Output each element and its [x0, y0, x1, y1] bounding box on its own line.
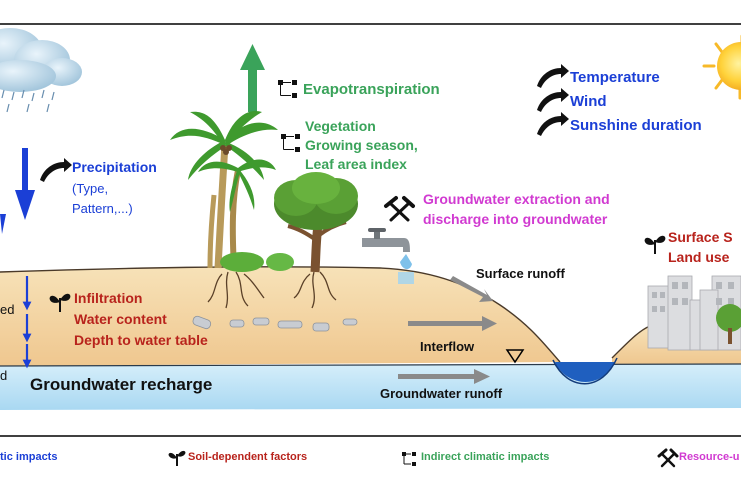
- interflow-label: Interflow: [420, 339, 475, 354]
- seedling-icon: [49, 293, 71, 312]
- precipitation-arrows: [0, 148, 35, 234]
- leaf-area-index-label: Leaf area index: [305, 156, 407, 172]
- evapotranspiration-arrow: [240, 44, 265, 112]
- broadleaf-tree: [274, 172, 358, 273]
- wind-label: Wind: [570, 93, 607, 110]
- groundwater-recharge-label: Groundwater recharge: [30, 375, 213, 394]
- flow-diagram-icon: [402, 452, 416, 466]
- land-use-label: Land use: [668, 249, 730, 265]
- curved-arrow-icon: [40, 158, 72, 182]
- water-content-label: Water content: [74, 311, 167, 327]
- legend-soil-dependent-factors: Soil-dependent factors: [188, 451, 308, 463]
- seedling-icon: [168, 450, 186, 466]
- evapotranspiration-label: Evapotranspiration: [303, 81, 440, 98]
- legend-resource-use: Resource-u: [679, 451, 740, 463]
- surface-runoff-label: Surface runoff: [476, 266, 565, 281]
- interflow-arrow: [408, 316, 497, 331]
- rain-cloud: [0, 28, 82, 92]
- flow-diagram-icon: [281, 134, 300, 152]
- precipitation-pattern-label: Pattern,...): [72, 201, 133, 216]
- vegetation-label: Vegetation: [305, 118, 376, 134]
- left-cut-label-2: d: [0, 368, 8, 383]
- water-faucet: [362, 228, 414, 284]
- groundwater-extraction-label: Groundwater extraction and: [423, 191, 610, 207]
- sunshine-duration-label: Sunshine duration: [570, 117, 702, 134]
- infiltration-label: Infiltration: [74, 290, 143, 306]
- river: [555, 362, 615, 382]
- precipitation-label: Precipitation: [72, 159, 157, 175]
- roots: [207, 271, 337, 309]
- seedling-icon: [644, 235, 666, 254]
- temperature-label: Temperature: [570, 69, 660, 86]
- curved-arrow-icon: [537, 112, 569, 136]
- soil-layer: [0, 266, 560, 366]
- groundwater-runoff-arrow: [398, 369, 490, 384]
- groundwater-layer: [0, 364, 741, 410]
- left-cut-label-1: ed: [0, 302, 15, 317]
- soil-stones: [192, 315, 358, 332]
- hammer-pick-icon: [384, 196, 415, 222]
- curved-arrow-icon: [537, 64, 569, 88]
- growing-season-label: Growing season,: [305, 137, 418, 153]
- surface-runoff-arrow: [450, 276, 493, 302]
- legend-climatic-impacts: tic impacts: [0, 451, 58, 463]
- flow-diagram-icon: [278, 80, 297, 98]
- city-windows: [652, 282, 734, 312]
- palm-trees: [170, 110, 294, 272]
- water-table-line: [0, 363, 741, 367]
- precipitation-type-label: (Type,: [72, 181, 109, 196]
- hammer-pick-icon: [657, 448, 679, 468]
- water-table-symbol: [505, 349, 525, 364]
- legend-indirect-climatic-impacts: Indirect climatic impacts: [421, 451, 550, 463]
- curved-arrow-icon: [537, 88, 569, 112]
- rain-drops: [1, 89, 55, 113]
- groundwater-runoff-label: Groundwater runoff: [380, 386, 503, 401]
- sun: [702, 34, 741, 100]
- groundwater-discharge-label: discharge into groundwater: [423, 211, 608, 227]
- surface-sealing-label: Surface S: [668, 229, 733, 245]
- depth-to-water-table-label: Depth to water table: [74, 332, 208, 348]
